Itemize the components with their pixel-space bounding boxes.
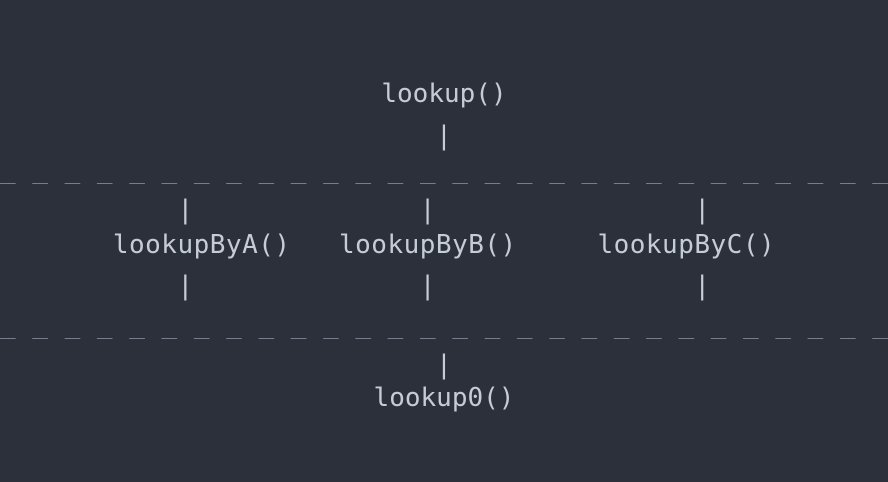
branch-up-connectors: | | | (177, 195, 711, 225)
divider-top: _ _ _ _ _ _ _ _ _ _ _ _ _ _ _ _ _ _ _ _ … (0, 155, 888, 185)
entry-down-connector: | (436, 121, 452, 151)
branch-function-labels: lookupByA() lookupByB() lookupByC() (112, 230, 776, 260)
terminal-up-connector: | (436, 350, 452, 380)
terminal-function-label: lookup0() (373, 383, 515, 413)
divider-bottom: _ _ _ _ _ _ _ _ _ _ _ _ _ _ _ _ _ _ _ _ … (0, 310, 888, 340)
branch-down-connectors: | | | (177, 271, 711, 301)
entry-function-label: lookup() (381, 79, 507, 109)
